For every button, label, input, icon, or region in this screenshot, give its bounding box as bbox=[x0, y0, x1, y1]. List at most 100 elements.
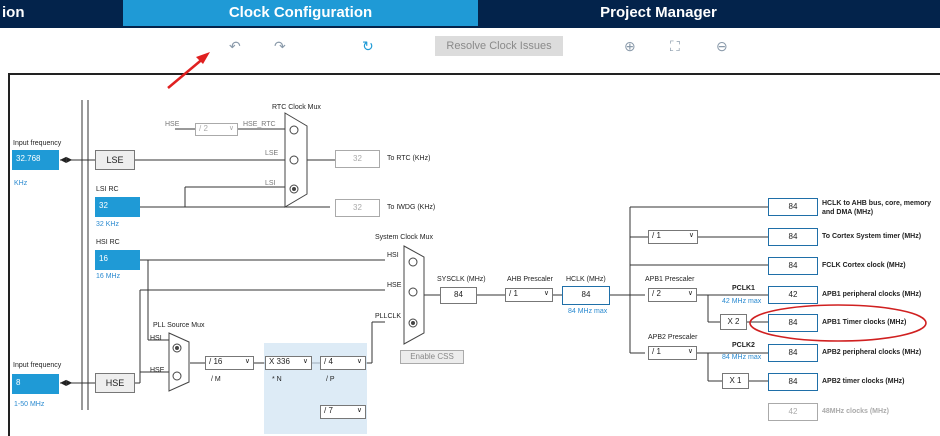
pll-p-label: / P bbox=[326, 376, 335, 383]
ahb-prescaler-label: AHB Prescaler bbox=[507, 276, 553, 283]
chevron-down-icon: ∨ bbox=[356, 358, 362, 365]
chevron-down-icon: ∨ bbox=[688, 232, 694, 239]
lse-oscillator[interactable]: LSE bbox=[95, 150, 135, 170]
pll-hse-label: HSE bbox=[150, 367, 165, 374]
tab-project-manager[interactable]: Project Manager bbox=[481, 0, 836, 26]
system-clock-mux[interactable] bbox=[403, 245, 425, 345]
lse-input-label: Input frequency bbox=[13, 140, 62, 147]
output-value[interactable]: 42 bbox=[768, 403, 818, 421]
tab-clock-configuration[interactable]: Clock Configuration bbox=[123, 0, 478, 26]
resolve-clock-issues-button[interactable]: Resolve Clock Issues bbox=[435, 36, 563, 56]
chevron-down-icon: ∨ bbox=[687, 290, 693, 297]
cortex-timer-divider[interactable]: / 1∨ bbox=[648, 230, 698, 244]
output-label: 48MHz clocks (MHz) bbox=[822, 408, 889, 415]
output-label: APB1 Timer clocks (MHz) bbox=[822, 319, 907, 326]
apb2-prescaler-label: APB2 Prescaler bbox=[648, 334, 698, 341]
arrow-left-icon: ◀▶ bbox=[60, 155, 73, 164]
iwdg-output-label: To IWDG (KHz) bbox=[387, 204, 436, 211]
fit-screen-icon[interactable]: ⛶ bbox=[670, 38, 680, 54]
chevron-down-icon: ∨ bbox=[687, 348, 693, 355]
apb2-prescaler[interactable]: / 1 ∨ bbox=[648, 346, 697, 360]
hse-input-label: Input frequency bbox=[13, 362, 62, 369]
pll-m-divider[interactable]: / 16∨ bbox=[205, 356, 254, 370]
output-value[interactable]: 84 bbox=[768, 344, 818, 362]
pll-p-divider-value: / 4 bbox=[324, 357, 333, 366]
clock-tree-canvas bbox=[8, 73, 940, 436]
hse-oscillator[interactable]: HSE bbox=[95, 373, 135, 393]
arrow-left-icon: ◀▶ bbox=[60, 378, 73, 387]
hse-input-frequency[interactable]: 8 bbox=[12, 374, 59, 394]
zoom-out-icon[interactable]: ⊖ bbox=[716, 38, 728, 54]
pll-source-mux-title: PLL Source Mux bbox=[153, 322, 205, 329]
output-label: APB2 peripheral clocks (MHz) bbox=[822, 349, 922, 356]
apb1-prescaler[interactable]: / 2 ∨ bbox=[648, 288, 697, 302]
zoom-in-icon[interactable]: ⊕ bbox=[624, 38, 636, 54]
output-value[interactable]: 84 bbox=[768, 373, 818, 391]
tab-tools[interactable] bbox=[839, 0, 940, 26]
system-clock-mux-title: System Clock Mux bbox=[375, 234, 433, 241]
lsi-rc-value: 32 bbox=[95, 197, 140, 217]
lsi-rc-title: LSI RC bbox=[96, 186, 119, 193]
rtc-hse-label: HSE bbox=[165, 121, 180, 128]
hclk-max: 84 MHz max bbox=[568, 308, 608, 315]
ahb-prescaler-value: / 1 bbox=[509, 289, 518, 298]
lse-input-frequency[interactable]: 32.768 bbox=[12, 150, 59, 170]
output-value[interactable]: 42 bbox=[768, 286, 818, 304]
pclk1-label: PCLK1 bbox=[732, 285, 755, 292]
undo-icon[interactable]: ↶ bbox=[229, 38, 241, 54]
pll-q-divider[interactable]: / 7∨ bbox=[320, 405, 366, 419]
apb2-max: 84 MHz max bbox=[722, 354, 762, 361]
hse-input-range: 1-50 MHz bbox=[14, 401, 45, 408]
pll-hsi-label: HSI bbox=[150, 335, 162, 342]
hsi-rc-unit: 16 MHz bbox=[96, 273, 121, 280]
chevron-down-icon: ∨ bbox=[543, 290, 549, 297]
sysmux-hse-label: HSE bbox=[387, 282, 402, 289]
pll-n-multiplier[interactable]: X 336 ∨ bbox=[265, 356, 312, 370]
apb1-max: 42 MHz max bbox=[722, 298, 762, 305]
pll-p-divider[interactable]: / 4 ∨ bbox=[320, 356, 366, 370]
hclk-label: HCLK (MHz) bbox=[566, 276, 606, 283]
hclk-value[interactable]: 84 bbox=[562, 286, 610, 305]
apb1-timer-multiplier: X 2 bbox=[720, 314, 747, 330]
output-value[interactable]: 84 bbox=[768, 257, 818, 275]
redo-icon[interactable]: ↷ bbox=[274, 38, 286, 54]
sysclk-label: SYSCLK (MHz) bbox=[437, 276, 486, 283]
lsi-rc-unit: 32 KHz bbox=[96, 221, 119, 228]
rtc-hse-divider[interactable]: / 2 ∨ bbox=[195, 123, 238, 136]
sysclk-value[interactable]: 84 bbox=[440, 287, 477, 304]
chevron-down-icon: ∨ bbox=[228, 125, 234, 132]
pll-m-divider-value: / 16 bbox=[209, 357, 223, 366]
pll-n-label: * N bbox=[272, 376, 282, 383]
refresh-icon[interactable]: ↻ bbox=[362, 38, 374, 54]
output-label: HCLK to AHB bus, core, memory and DMA (M… bbox=[822, 200, 932, 216]
apb2-prescaler-value: / 1 bbox=[652, 347, 661, 356]
rtc-mux-title: RTC Clock Mux bbox=[272, 104, 321, 111]
output-label: FCLK Cortex clock (MHz) bbox=[822, 262, 906, 269]
pll-source-mux[interactable] bbox=[168, 332, 190, 392]
output-label: APB2 timer clocks (MHz) bbox=[822, 378, 905, 385]
rtc-lsi-label: LSI bbox=[265, 180, 276, 187]
apb1-prescaler-value: / 2 bbox=[652, 289, 661, 298]
apb1-prescaler-label: APB1 Prescaler bbox=[645, 276, 695, 283]
sysmux-pllclk-label: PLLCLK bbox=[375, 313, 402, 320]
ahb-prescaler[interactable]: / 1 ∨ bbox=[505, 288, 553, 302]
enable-css-button[interactable]: Enable CSS bbox=[400, 350, 464, 364]
rtc-output-value: 32 bbox=[335, 150, 380, 168]
lse-input-unit: KHz bbox=[14, 180, 28, 187]
output-value[interactable]: 84 bbox=[768, 228, 818, 246]
output-value[interactable]: 84 bbox=[768, 198, 818, 216]
iwdg-output-value: 32 bbox=[335, 199, 380, 217]
output-value[interactable]: 84 bbox=[768, 314, 818, 332]
chevron-down-icon: ∨ bbox=[302, 358, 308, 365]
rtc-clock-mux[interactable] bbox=[284, 112, 308, 208]
rtc-hse-divider-value: / 2 bbox=[199, 124, 208, 133]
chevron-down-icon: ∨ bbox=[356, 407, 362, 414]
rtc-lse-label: LSE bbox=[265, 150, 279, 157]
pll-n-multiplier-value: X 336 bbox=[269, 357, 290, 366]
apb2-timer-multiplier: X 1 bbox=[722, 373, 749, 389]
output-label: To Cortex System timer (MHz) bbox=[822, 233, 922, 240]
rtc-hse-rtc-label: HSE_RTC bbox=[243, 121, 276, 128]
tab-pinout[interactable]: ion bbox=[0, 0, 122, 26]
hsi-rc-value: 16 bbox=[95, 250, 140, 270]
